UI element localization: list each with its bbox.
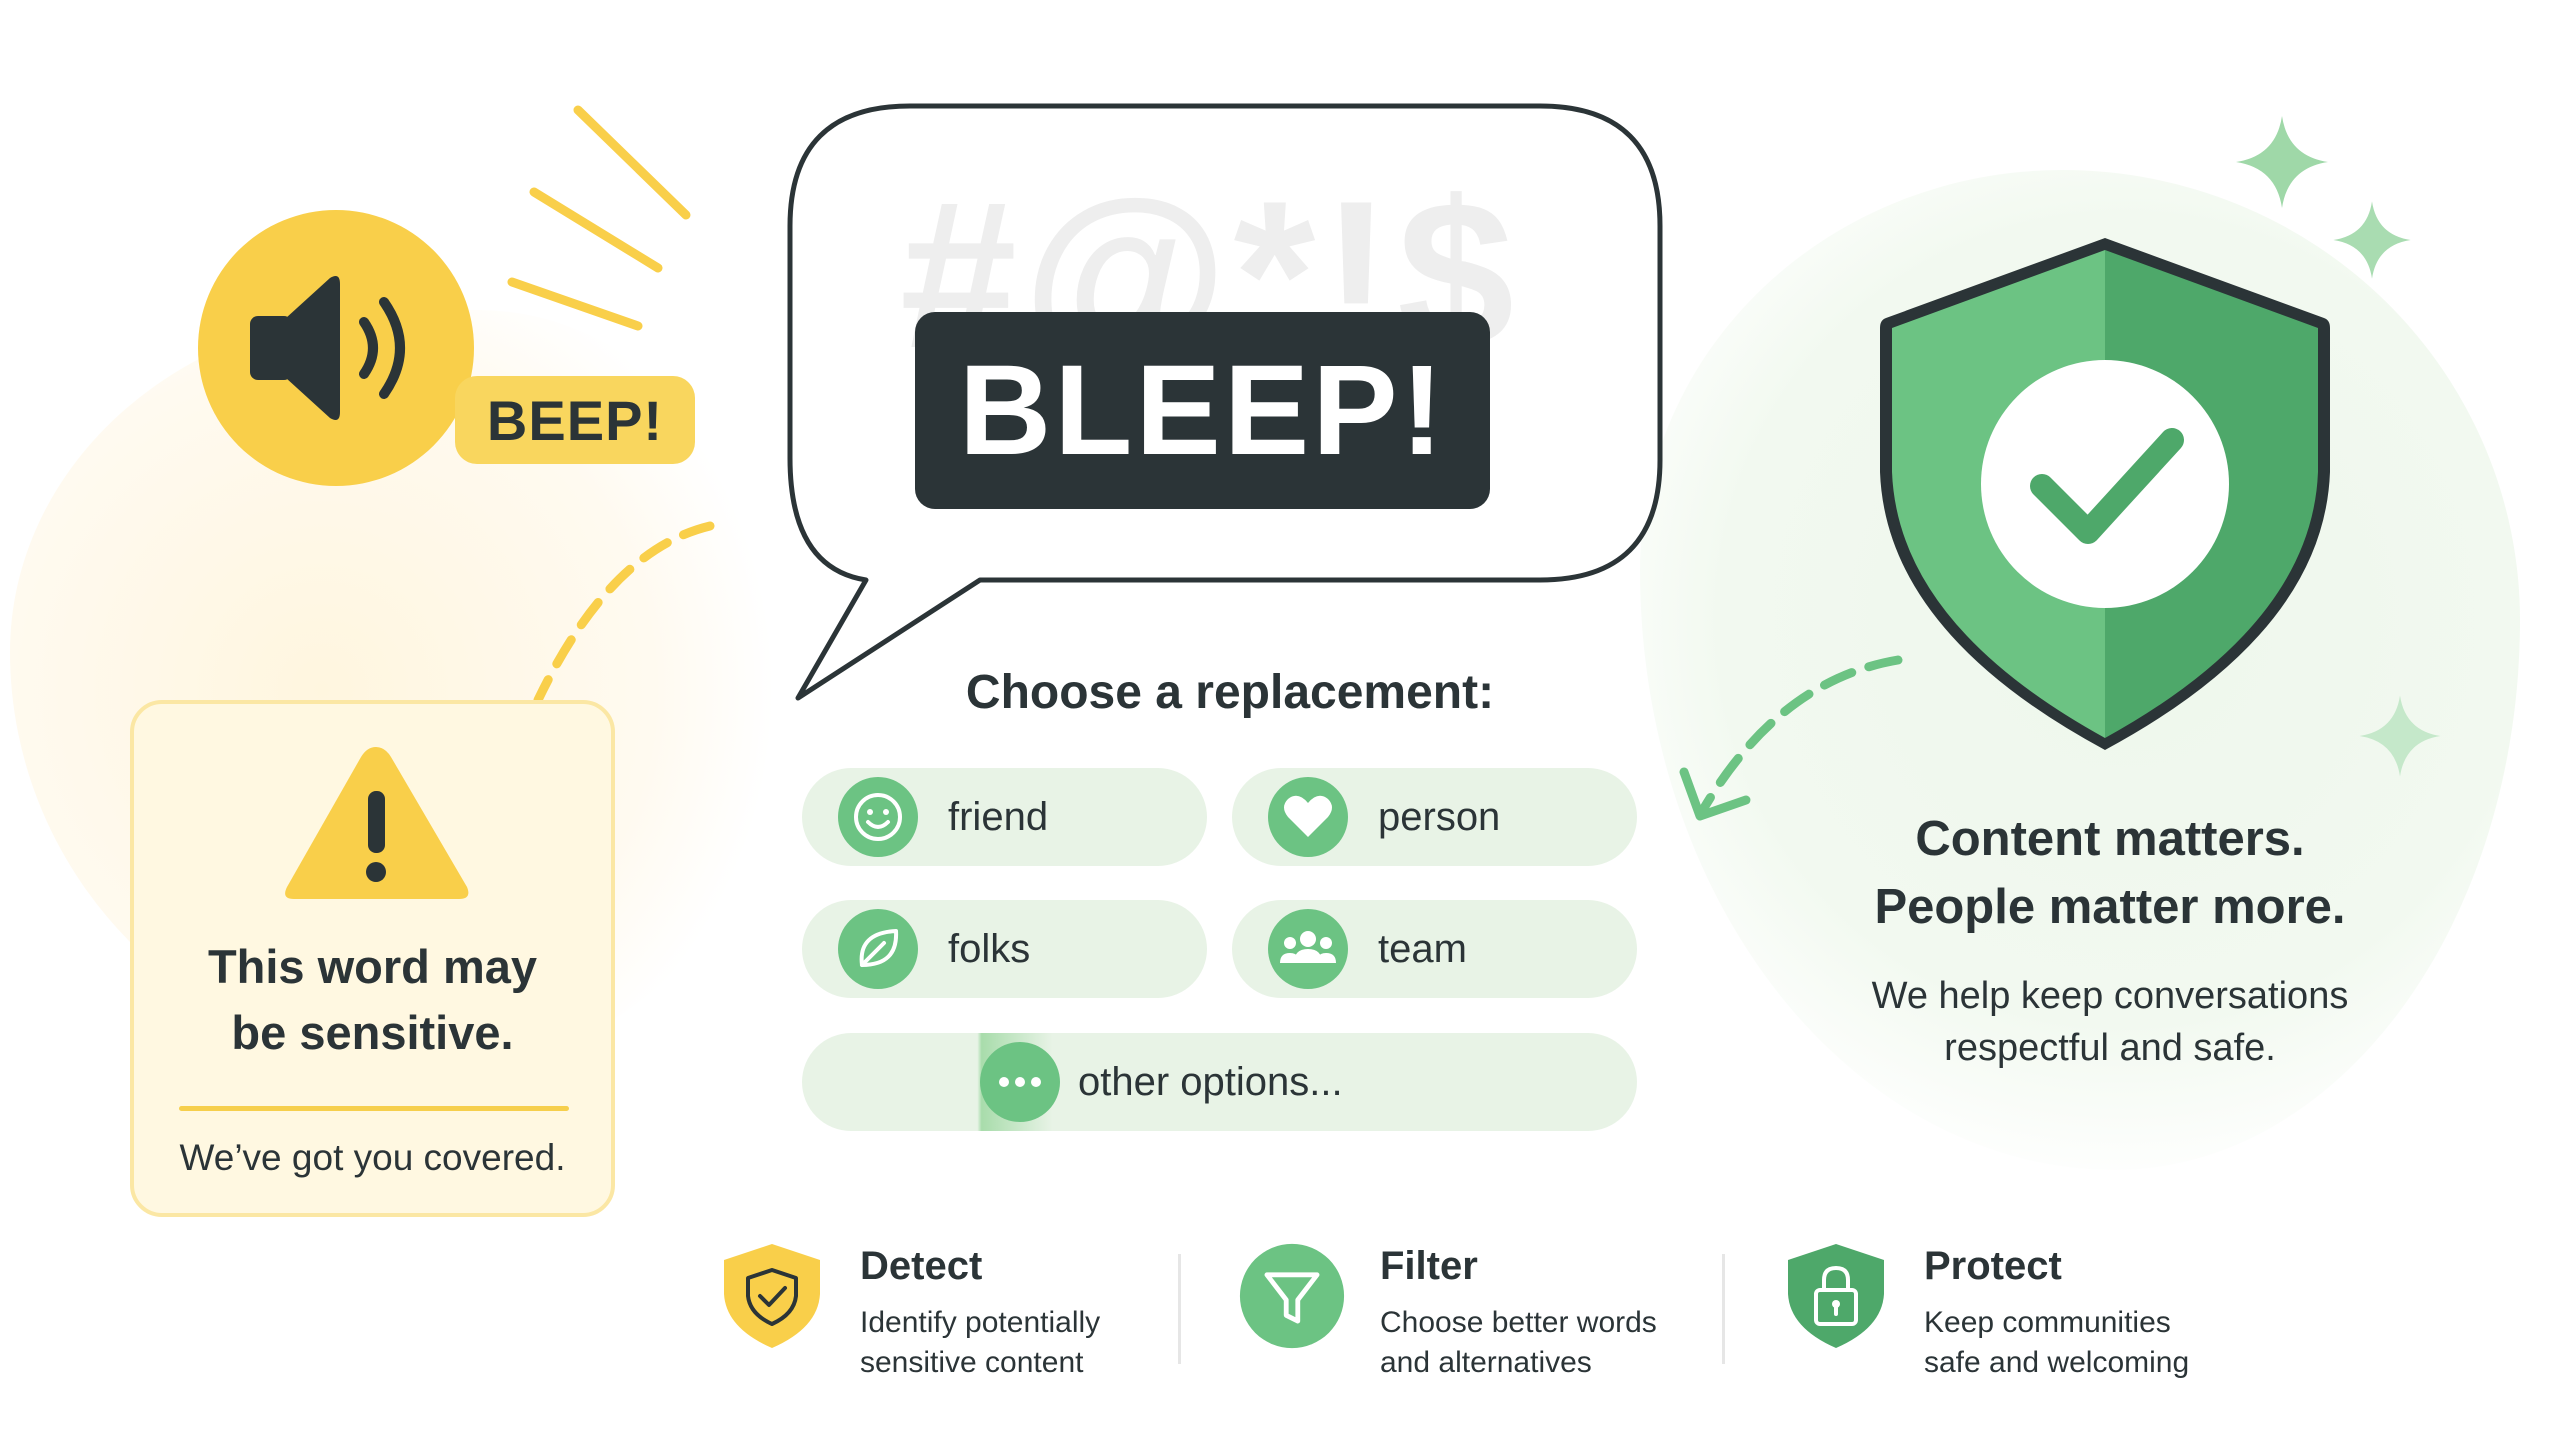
option-label: folks bbox=[948, 926, 1031, 971]
feature-detect: Detect Identify potentially sensitive co… bbox=[718, 1240, 1100, 1383]
option-team[interactable]: team bbox=[1232, 900, 1637, 998]
option-label: team bbox=[1378, 926, 1467, 971]
sensitive-word-card: This word may be sensitive. We’ve got yo… bbox=[130, 700, 615, 1217]
dashed-connector bbox=[533, 521, 715, 705]
content-headline: Content matters. People matter more. bbox=[1874, 812, 2346, 934]
dashed-arrow bbox=[1679, 655, 1903, 821]
divider bbox=[1722, 1254, 1725, 1364]
feature-title: Detect bbox=[860, 1244, 983, 1288]
sparkle-icon bbox=[2359, 695, 2441, 777]
option-label: friend bbox=[948, 794, 1049, 839]
replacement-prompt: Choose a replacement: bbox=[965, 666, 1495, 719]
speaker-badge bbox=[198, 210, 474, 486]
smile-face-icon bbox=[838, 777, 918, 857]
feature-title: Protect bbox=[1924, 1244, 2062, 1288]
shield-check-icon bbox=[718, 1240, 826, 1352]
shield-check-icon bbox=[1880, 238, 2330, 750]
bleep-label: BLEEP! bbox=[915, 312, 1490, 509]
warning-title: This word may be sensitive. bbox=[207, 940, 538, 1059]
sparkle-icon bbox=[2333, 201, 2411, 279]
option-label: person bbox=[1378, 794, 1501, 839]
funnel-icon bbox=[1238, 1240, 1346, 1352]
warning-subtitle: We’ve got you covered. bbox=[179, 1137, 566, 1178]
feature-title: Filter bbox=[1380, 1244, 1478, 1288]
divider bbox=[179, 1106, 569, 1111]
beep-badge: BEEP! bbox=[455, 376, 695, 464]
group-people-icon bbox=[1268, 909, 1348, 989]
feature-filter: Filter Choose better words and alternati… bbox=[1238, 1240, 1657, 1383]
padlock-icon bbox=[1782, 1240, 1890, 1352]
more-dots-icon bbox=[980, 1042, 1060, 1122]
divider bbox=[1178, 1254, 1181, 1364]
feature-description: Keep communities safe and welcoming bbox=[1924, 1306, 2190, 1379]
sound-rays-icon bbox=[507, 105, 691, 331]
feature-description: Choose better words and alternatives bbox=[1380, 1306, 1657, 1379]
option-person[interactable]: person bbox=[1232, 768, 1637, 866]
feature-protect: Protect Keep communities safe and welcom… bbox=[1782, 1240, 2189, 1383]
option-other[interactable]: other options... bbox=[802, 1033, 1637, 1131]
leaf-icon bbox=[838, 909, 918, 989]
heart-icon bbox=[1268, 777, 1348, 857]
sparkle-icon bbox=[2236, 116, 2328, 208]
speaker-volume-icon bbox=[250, 276, 405, 420]
option-friend[interactable]: friend bbox=[802, 768, 1207, 866]
warning-triangle-icon bbox=[285, 747, 469, 899]
feature-description: Identify potentially sensitive content bbox=[860, 1306, 1101, 1379]
option-folks[interactable]: folks bbox=[802, 900, 1207, 998]
option-label: other options... bbox=[1078, 1059, 1343, 1104]
content-description: We help keep conversations respectful an… bbox=[1871, 975, 2349, 1069]
